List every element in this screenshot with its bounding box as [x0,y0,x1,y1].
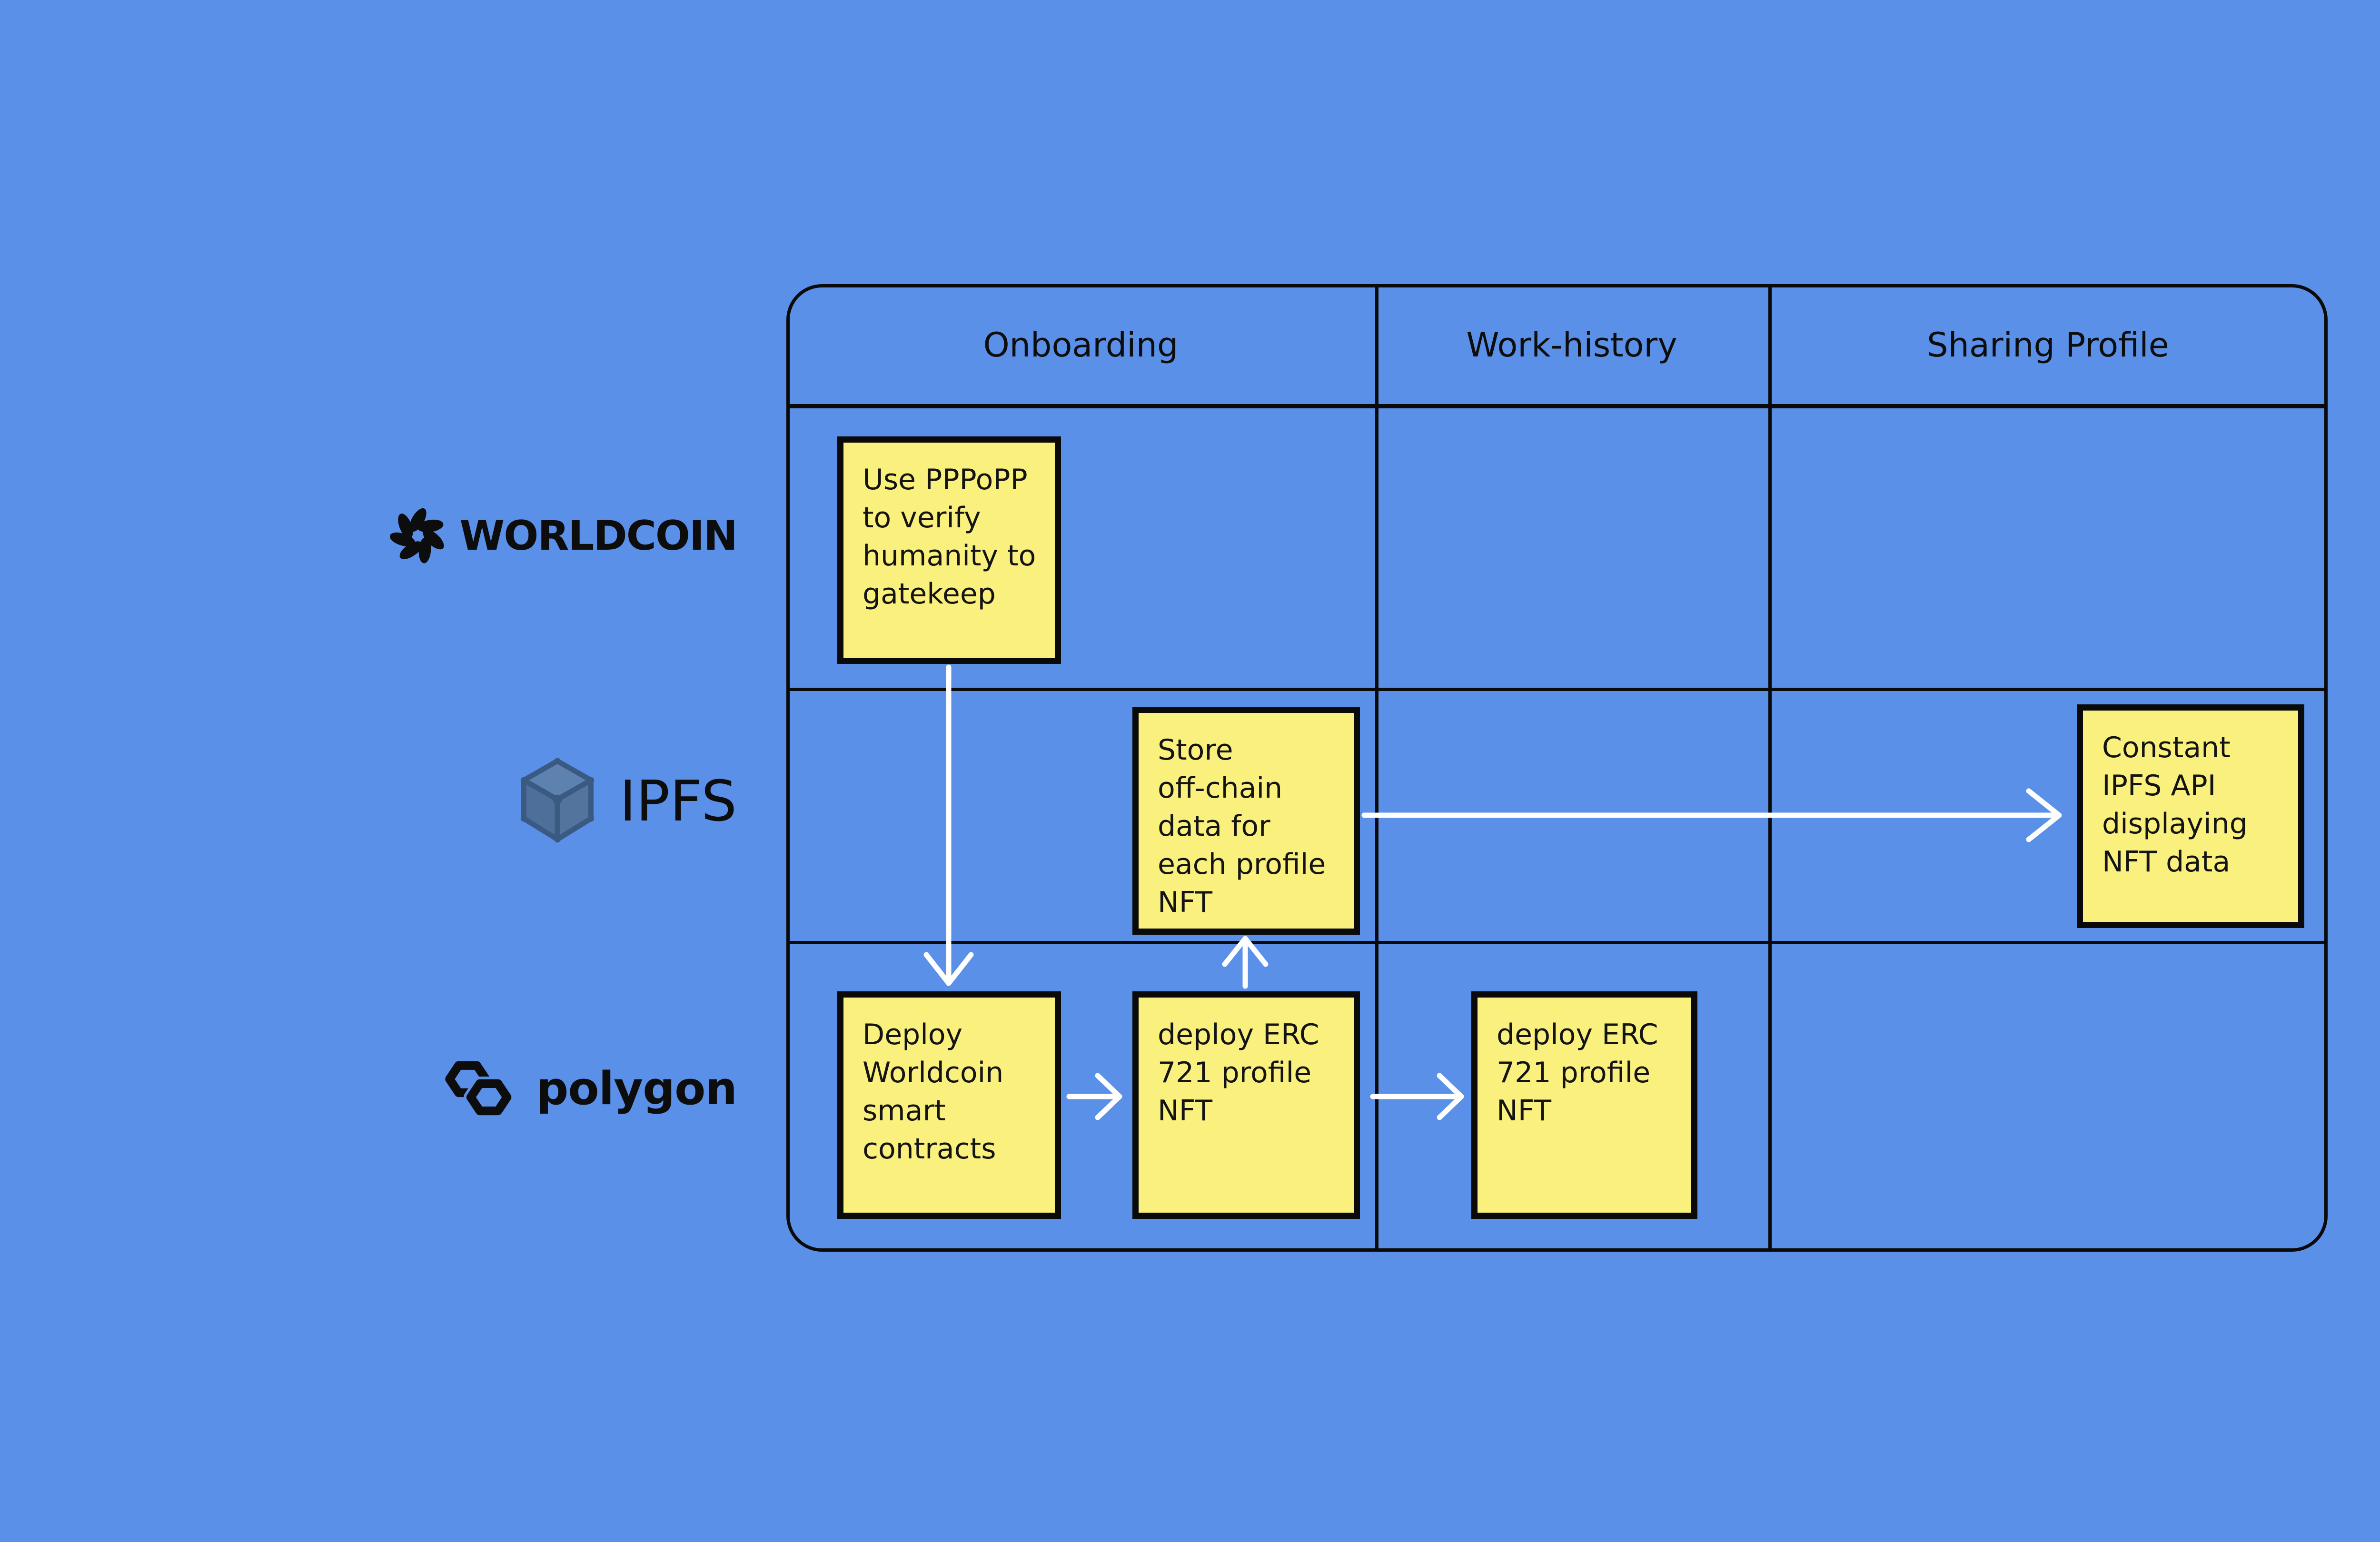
column-divider-onboarding-workhistory [1375,284,1378,1252]
sticky-note-store-offchain[interactable]: Store off-chain data for each profile NF… [1132,707,1360,935]
row-label-polygon: polygon [445,1058,737,1120]
row-label-ipfs-text: IPFS [619,768,737,834]
column-header-onboarding: Onboarding [983,326,1179,365]
sticky-note-use-pppopp[interactable]: Use PPPoPP to verify humanity to gatekee… [837,436,1061,664]
row-label-worldcoin: WORLDCOIN [390,503,738,569]
ipfs-cube-icon [517,756,597,846]
row-label-worldcoin-text: WORLDCOIN [459,512,738,560]
column-divider-workhistory-sharing [1768,284,1772,1252]
column-header-work-history: Work-history [1466,326,1677,365]
column-header-sharing-profile: Sharing Profile [1927,326,2169,365]
polygon-hexagons-icon [445,1059,515,1118]
swimlane-table-outline [786,284,2328,1252]
header-divider-line [786,404,2328,408]
sticky-note-constant-ipfs-api[interactable]: Constant IPFS API displaying NFT data [2077,704,2304,928]
row-label-polygon-text: polygon [536,1063,737,1115]
sticky-note-deploy-erc721-onboarding[interactable]: deploy ERC 721 profile NFT [1132,991,1360,1219]
row-divider-ipfs-polygon [786,941,2328,944]
row-divider-worldcoin-ipfs [786,688,2328,691]
row-label-ipfs: IPFS [517,754,737,847]
sticky-note-deploy-worldcoin[interactable]: Deploy Worldcoin smart contracts [837,991,1061,1219]
sticky-note-deploy-erc721-workhistory[interactable]: deploy ERC 721 profile NFT [1471,991,1697,1219]
worldcoin-flower-icon [390,508,446,564]
